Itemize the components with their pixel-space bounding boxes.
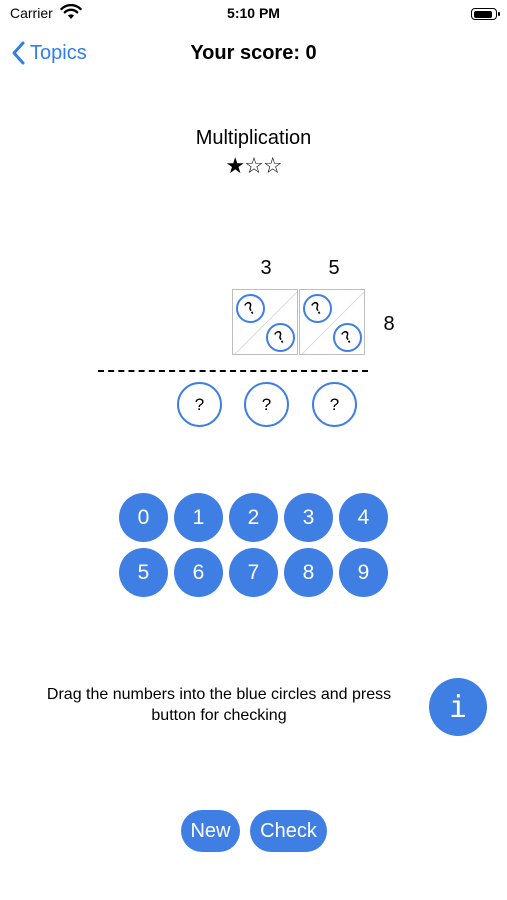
info-icon: i [448,689,468,725]
key-4[interactable]: 4 [339,493,388,542]
topic-title: Multiplication [195,127,312,149]
key-1[interactable]: 1 [174,493,223,542]
key-0[interactable]: 0 [119,493,168,542]
units-circle-2[interactable]: ? [333,323,362,352]
check-button[interactable]: Check [250,810,327,852]
carry-circle-2[interactable]: ? [303,294,332,323]
answer-circle-1[interactable]: ? [177,382,222,427]
top-digit-2: 5 [328,257,340,279]
units-circle-1[interactable]: ? [266,323,295,352]
key-3[interactable]: 3 [284,493,333,542]
key-7[interactable]: 7 [229,548,278,597]
status-time: 5:10 PM [227,5,280,21]
instructions-line-2: button for checking [151,707,287,724]
carry-circle-1[interactable]: ? [236,294,265,323]
wifi-icon [60,4,82,19]
multiplier-digit: 8 [383,313,395,335]
battery-fill [473,10,492,18]
instructions-line-1: Drag the numbers into the blue circles a… [46,686,392,703]
key-8[interactable]: 8 [284,548,333,597]
battery-icon [471,8,500,20]
info-button[interactable]: i [429,678,487,736]
back-button[interactable]: Topics [12,38,87,68]
answer-circle-3[interactable]: ? [312,382,357,427]
key-9[interactable]: 9 [339,548,388,597]
carrier-label: Carrier [10,5,53,21]
back-label: Topics [30,41,87,64]
top-digit-1: 3 [260,257,272,279]
answer-circle-2[interactable]: ? [244,382,289,427]
key-6[interactable]: 6 [174,548,223,597]
key-2[interactable]: 2 [229,493,278,542]
status-bar: Carrier 5:10 PM [0,0,507,28]
product-cell-1: ? ? [232,289,298,355]
result-divider [98,370,368,372]
cell-diagonal [301,291,364,354]
difficulty-stars: ★☆☆ [225,153,282,178]
instructions-text: Drag the numbers into the blue circles a… [22,684,416,726]
chevron-left-icon [12,41,25,65]
key-5[interactable]: 5 [119,548,168,597]
new-button[interactable]: New [181,810,240,852]
score-label: Your score: 0 [190,42,317,64]
product-cell-2: ? ? [299,289,365,355]
cell-diagonal [234,291,297,354]
